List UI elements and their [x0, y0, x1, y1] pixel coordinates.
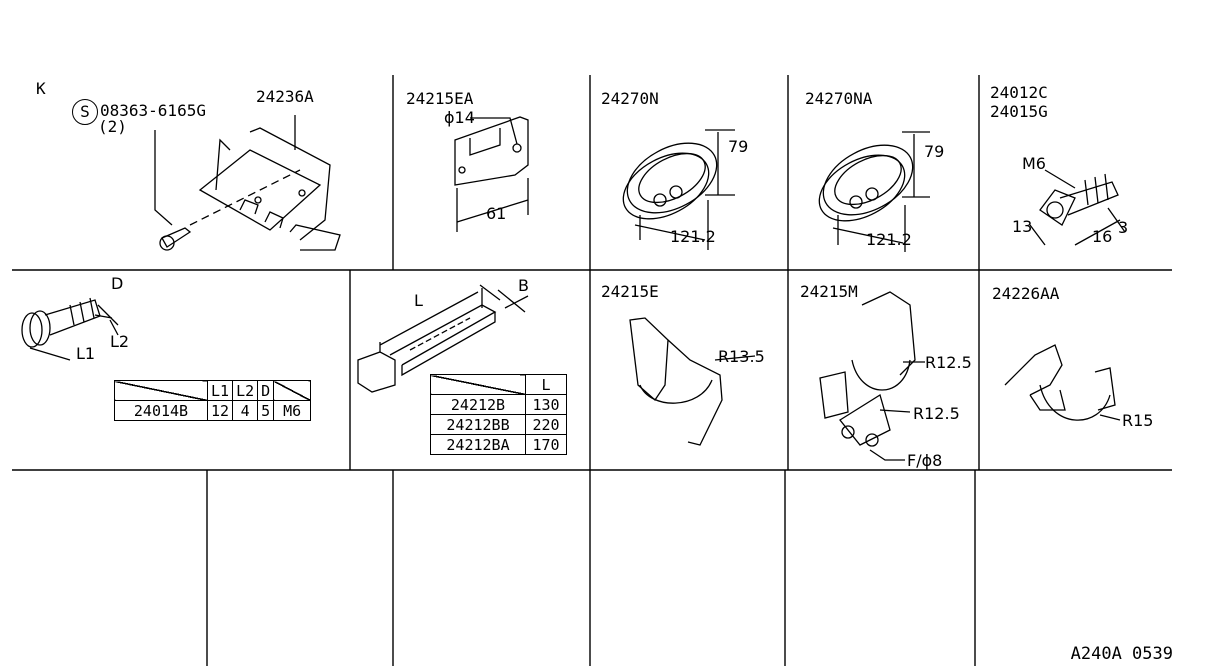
table-cell: 24212BB	[430, 414, 526, 435]
table-cell: 5	[257, 400, 275, 421]
diagram-code: A240A 0539	[1070, 644, 1173, 664]
thread-size-label: M6	[1022, 154, 1046, 173]
dim-l-label: L	[414, 291, 423, 310]
table-cell: 220	[525, 414, 567, 435]
table-row: 24212B 130	[430, 394, 567, 415]
part-24215e-label: 24215E	[601, 282, 659, 301]
grommet-24270n-drawing	[622, 129, 735, 250]
screw-part-number: 08363-6165G	[100, 101, 206, 120]
table-cell: 24014B	[114, 400, 208, 421]
part-24215ea-label: 24215EA	[406, 89, 474, 108]
part-24015g-label: 24015G	[990, 102, 1048, 121]
dim-b-label: B	[518, 276, 529, 295]
bracket-24236a-drawing	[154, 115, 341, 251]
table-header-cell	[114, 380, 208, 401]
strap-length-table: L 24212B 130 24212BB 220 24212BA 170	[430, 374, 567, 455]
width-dimension-label: 121.2	[866, 230, 912, 249]
section-key-k: K	[36, 79, 46, 98]
clip-24215m-drawing	[819, 291, 925, 461]
plate-24215ea-drawing	[454, 116, 529, 232]
width-dimension-label: 61	[486, 204, 507, 223]
hole-diameter-label: ϕ14	[444, 108, 475, 127]
part-24012c-label: 24012C	[990, 83, 1048, 102]
hole-diameter-label: F/ϕ8	[907, 451, 943, 470]
table-cell: 12	[206, 400, 234, 421]
radius-label: R13.5	[718, 347, 765, 366]
length-dimension-label: 16	[1092, 227, 1113, 246]
table-row: 24014B 12 4 5 M6	[114, 400, 312, 421]
radius-label: R12.5	[913, 404, 960, 423]
table-row: 24212BA 170	[430, 434, 567, 455]
bolt-spec-table: L1 L2 D 24014B 12 4 5 M6	[114, 380, 312, 421]
part-24270n-label: 24270N	[601, 89, 659, 108]
clip-24215e-drawing	[629, 317, 756, 446]
width-dimension-label: 121.2	[670, 227, 716, 246]
table-cell: 130	[525, 394, 567, 415]
thickness-dimension-label: 3	[1118, 218, 1129, 237]
table-row: 24212BB 220	[430, 414, 567, 435]
table-header-cell: L1	[206, 380, 234, 401]
radius-label: R15	[1122, 411, 1154, 430]
part-24236a-label: 24236A	[256, 87, 314, 106]
height-dimension-label: 79	[924, 142, 945, 161]
table-cell: 4	[232, 400, 259, 421]
strap-24212b-drawing	[357, 284, 529, 393]
screw-quantity: (2)	[98, 117, 127, 136]
grommet-24270na-drawing	[818, 131, 930, 252]
bolt-24012c-drawing	[1029, 169, 1126, 246]
table-cell: M6	[273, 400, 312, 421]
bolt-24014b-drawing	[21, 297, 119, 361]
part-24270na-label: 24270NA	[805, 89, 873, 108]
dim-d-label: D	[111, 274, 124, 293]
table-header-cell	[273, 380, 312, 401]
table-header-cell: L2	[232, 380, 259, 401]
table-header-cell	[430, 374, 526, 395]
table-header-cell: L	[525, 374, 567, 395]
table-header-cell: D	[257, 380, 275, 401]
part-24215m-label: 24215M	[800, 282, 858, 301]
table-cell: 24212B	[430, 394, 526, 415]
dim-l2-label: L2	[110, 332, 130, 351]
radius-label: R12.5	[925, 353, 972, 372]
table-cell: 170	[525, 434, 567, 455]
head-dimension-label: 13	[1012, 217, 1033, 236]
part-24226aa-label: 24226AA	[992, 284, 1060, 303]
dim-l1-label: L1	[76, 344, 96, 363]
clip-24226aa-drawing	[1004, 344, 1121, 421]
height-dimension-label: 79	[728, 137, 749, 156]
table-cell: 24212BA	[430, 434, 526, 455]
screw-symbol: S	[72, 99, 98, 125]
